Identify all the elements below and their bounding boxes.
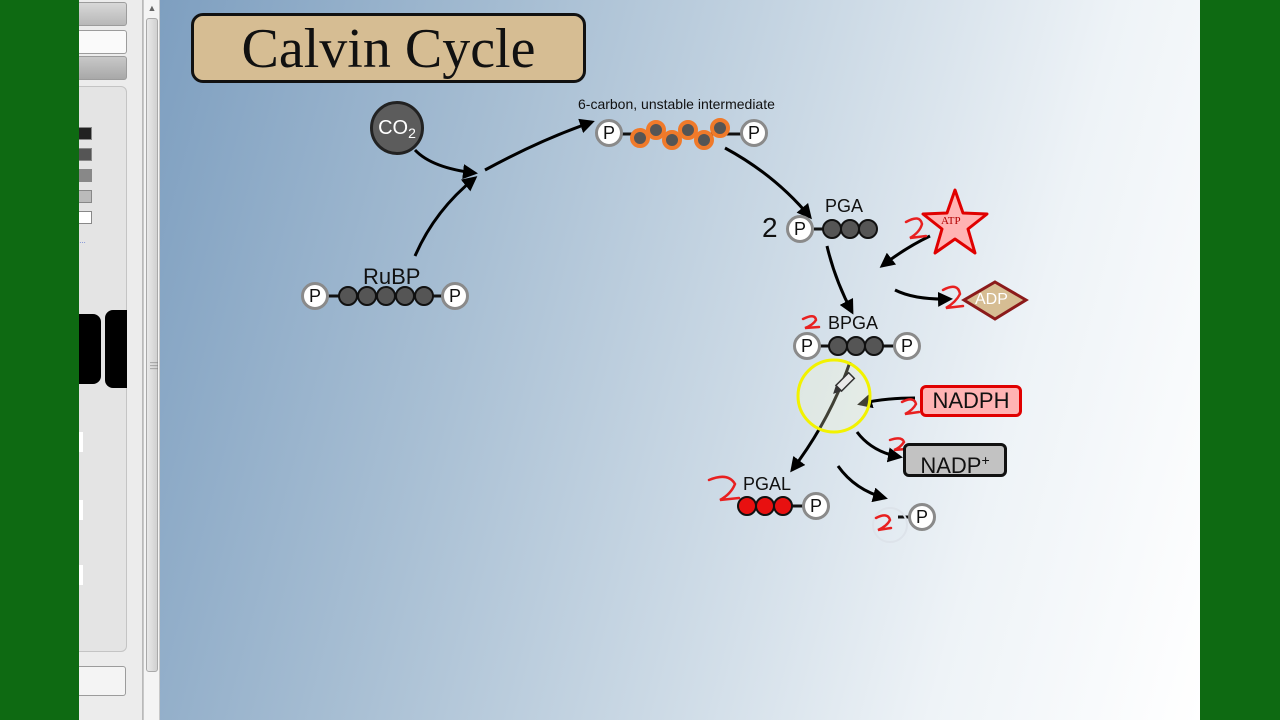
drawing-canvas[interactable]: Calvin Cycle CO2 RuBP P P 6-carbon, unst… xyxy=(160,0,1200,720)
rubp-phosphate-right: P xyxy=(441,282,469,310)
nadph-label: NADPH xyxy=(932,388,1010,413)
tool-button-2[interactable] xyxy=(79,30,127,54)
diagram-drawing xyxy=(328,118,1029,543)
arrow-adp xyxy=(894,288,953,307)
arrow-nadph xyxy=(857,393,916,409)
adp-diamond-icon xyxy=(961,280,1029,321)
arrow-to-bpga xyxy=(825,245,854,315)
arrow-atp xyxy=(879,234,931,268)
scroll-up-icon[interactable]: ▲ xyxy=(147,3,157,13)
tool-button-1[interactable] xyxy=(79,2,127,26)
intermediate-label: 6-carbon, unstable intermediate xyxy=(578,96,775,112)
arrow-to-pga xyxy=(724,146,812,220)
scroll-grip-icon: ——— xyxy=(150,358,158,373)
right-frame xyxy=(1200,0,1280,720)
adp-label: ADP xyxy=(975,291,1008,308)
rubp-label: RuBP xyxy=(363,264,421,289)
nadp-label: NADP xyxy=(920,453,982,478)
slider-tick xyxy=(79,432,83,452)
color-swatch-black[interactable] xyxy=(79,127,92,140)
color-swatch-lightgray[interactable] xyxy=(79,190,92,203)
cursor-highlight xyxy=(796,358,872,434)
arrow-co2 xyxy=(413,148,478,180)
co2-subscript: 2 xyxy=(408,125,416,141)
bpga-phosphate-left: P xyxy=(793,332,821,360)
pga-label: PGA xyxy=(825,196,864,216)
color-swatch-darkgray[interactable] xyxy=(79,148,92,161)
scroll-thumb[interactable]: ——— xyxy=(146,18,158,672)
faded-circle xyxy=(872,507,908,543)
arrow-to-intermediate xyxy=(484,118,595,172)
arrow-rubp xyxy=(413,176,478,257)
slider-tick xyxy=(79,500,83,520)
rubp-carbons xyxy=(338,286,434,306)
pga-coefficient: 2 xyxy=(762,212,778,243)
arrow-nadp xyxy=(855,431,903,463)
atp-star-icon xyxy=(921,188,989,255)
pgal-carbons xyxy=(737,496,793,516)
tool-panel: … xyxy=(79,0,143,720)
color-swatch-gray[interactable] xyxy=(79,169,92,182)
released-phosphate: P xyxy=(908,503,936,531)
bpga-phosphate-right: P xyxy=(893,332,921,360)
color-swatch-white[interactable] xyxy=(79,211,92,224)
left-frame xyxy=(0,0,79,720)
pga-carbons xyxy=(822,219,878,239)
nadp-superscript: + xyxy=(981,452,990,468)
intermediate-phosphate-left: P xyxy=(595,119,623,147)
arrow-phosphate xyxy=(836,465,888,503)
nadph-box: NADPH xyxy=(920,385,1022,417)
arrow-to-pgal xyxy=(790,361,852,473)
title-plaque: Calvin Cycle xyxy=(191,13,586,83)
pen-size-large[interactable] xyxy=(79,314,101,384)
tool-panel-bottom-button[interactable] xyxy=(79,666,126,696)
more-colors-link[interactable]: … xyxy=(79,238,86,245)
vertical-scrollbar[interactable]: ▲ ——— xyxy=(143,0,160,720)
slider-tick xyxy=(79,565,83,585)
atp-label: ATP xyxy=(941,215,961,227)
co2-label: CO xyxy=(378,117,409,139)
tool-button-3[interactable] xyxy=(79,56,127,80)
pgal-label: PGAL xyxy=(743,474,792,494)
page-title: Calvin Cycle xyxy=(241,18,536,80)
intermediate-carbons xyxy=(630,118,730,150)
nadp-box: NADP+ xyxy=(903,443,1007,478)
rubp-phosphate-left: P xyxy=(301,282,329,310)
pgal-phosphate: P xyxy=(802,492,830,520)
handwritten-annotations xyxy=(707,217,965,532)
pen-size-xlarge[interactable] xyxy=(105,310,127,388)
pga-phosphate: P xyxy=(786,215,814,243)
co2-molecule: CO2 xyxy=(370,101,424,155)
intermediate-phosphate-right: P xyxy=(740,119,768,147)
bpga-carbons xyxy=(828,336,884,356)
bpga-label: BPGA xyxy=(828,313,879,333)
